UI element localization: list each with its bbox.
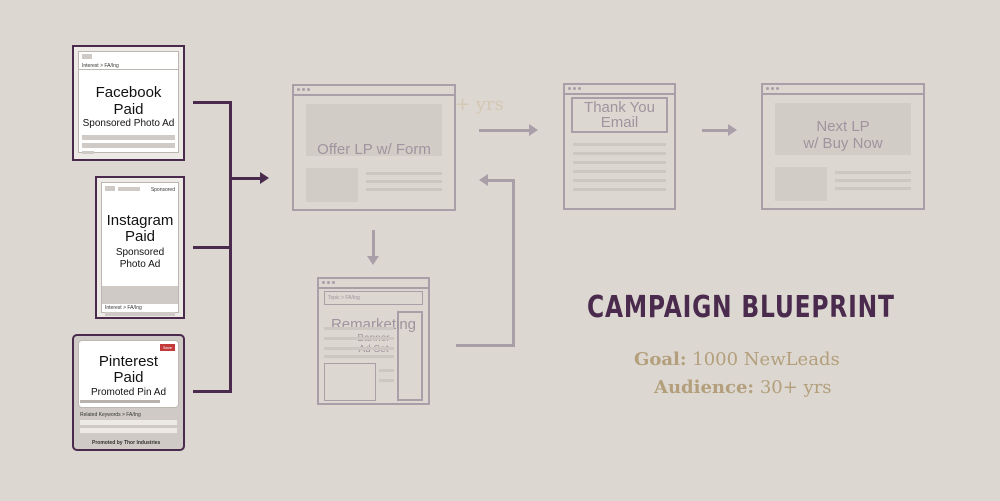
thanks-label-2: Email xyxy=(600,114,639,131)
pinterest-ad-card: Save Pinterest Paid Promoted Pin Ad Rela… xyxy=(72,334,185,451)
instagram-title: Instagram xyxy=(106,212,174,229)
goal-line: Goal: 1000 NewLeads xyxy=(634,349,840,370)
goal-label: Goal: xyxy=(634,349,687,370)
arrow-head-to-thanks xyxy=(529,124,538,136)
connector-pinterest xyxy=(193,390,231,393)
remarketing-label: Remarketing xyxy=(330,316,417,333)
next-label-1: Next LP xyxy=(816,118,870,135)
audience-label: Audience: xyxy=(654,377,755,398)
arrow-head-to-offer xyxy=(260,172,269,184)
remarketing-banner-page: Topic > FA/Ing Remarketing Banner Ad Set xyxy=(317,277,430,405)
instagram-subtitle-2: Photo Ad xyxy=(119,259,161,270)
connector-return-to-offer xyxy=(488,179,515,182)
ghost-yrs-text: + yrs xyxy=(455,94,504,115)
remarketing-tag: Topic > FA/Ing xyxy=(328,295,360,301)
connector-instagram xyxy=(193,246,231,249)
pinterest-title: Pinterest xyxy=(98,353,159,370)
connector-to-offer xyxy=(229,177,265,180)
offer-label: Offer LP w/ Form xyxy=(317,141,431,158)
connector-return-vertical xyxy=(512,179,515,347)
pinterest-subtitle: Promoted Pin Ad xyxy=(90,387,167,398)
arrow-head-to-next xyxy=(728,124,737,136)
facebook-subtitle: Sponsored Photo Ad xyxy=(82,118,175,129)
pinterest-paid: Paid xyxy=(113,369,144,386)
connector-offer-to-thanks xyxy=(479,129,531,132)
next-label-2: w/ Buy Now xyxy=(803,135,883,152)
offer-landing-page: Offer LP w/ Form xyxy=(292,84,456,211)
goal-value: 1000 NewLeads xyxy=(692,349,840,370)
pinterest-save-badge[interactable]: Save xyxy=(159,344,175,351)
connector-trunk xyxy=(229,101,232,393)
pinterest-tag: Related Keywords > FA/Ing xyxy=(80,412,141,418)
facebook-title: Facebook xyxy=(95,84,162,101)
pinterest-footer: Promoted by Thor Industries xyxy=(92,440,161,446)
instagram-ad-card: Sponsored Instagram Paid Sponsored Photo… xyxy=(95,176,185,319)
thanks-label-1: Thank You xyxy=(584,99,655,116)
arrow-head-to-remarketing xyxy=(367,256,379,265)
connector-facebook xyxy=(193,101,231,104)
connector-thanks-to-next xyxy=(702,129,730,132)
facebook-ad-card: Interest > FA/Ing Facebook Paid Sponsore… xyxy=(72,45,185,161)
next-landing-page: Next LP w/ Buy Now xyxy=(761,83,925,210)
blueprint-title: CAMPAIGN BLUEPRINT xyxy=(587,290,895,325)
instagram-subtitle-1: Sponsored xyxy=(115,247,165,258)
facebook-tag: Interest > FA/Ing xyxy=(82,63,119,69)
arrow-head-return-to-offer xyxy=(479,174,488,186)
facebook-paid: Paid xyxy=(113,101,144,118)
thank-you-email-page: Thank You Email xyxy=(563,83,676,210)
connector-offer-to-remarketing xyxy=(372,230,375,256)
instagram-tag: Interest > FA/Ing xyxy=(105,305,142,311)
audience-line: Audience: 30+ yrs xyxy=(654,377,832,398)
instagram-paid: Paid xyxy=(124,228,156,245)
instagram-sponsored: Sponsored xyxy=(150,187,175,193)
audience-value: 30+ yrs xyxy=(759,377,832,398)
connector-remarketing-right xyxy=(456,344,515,347)
